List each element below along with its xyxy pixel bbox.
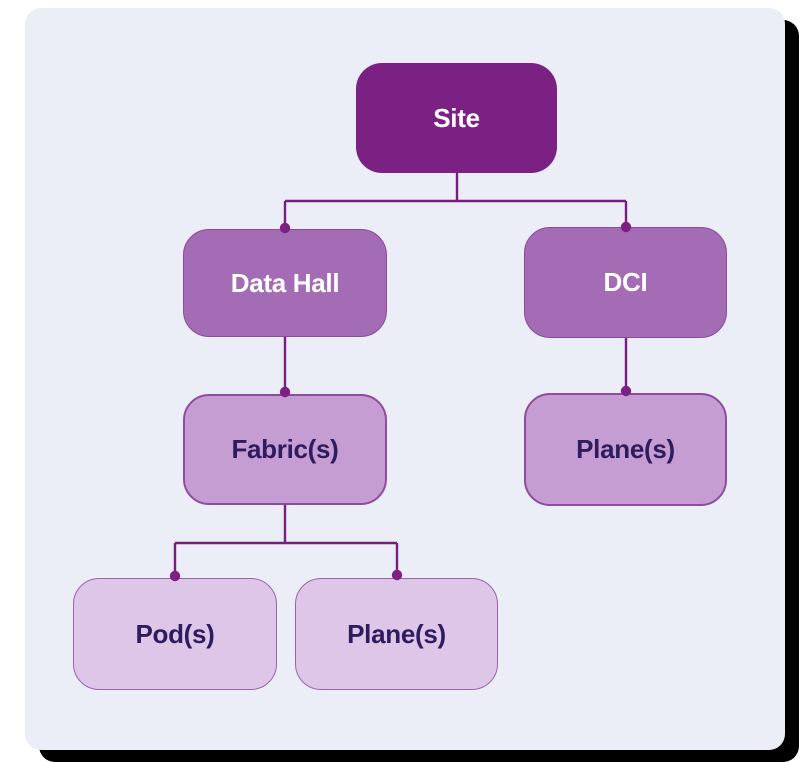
node-dci: DCI xyxy=(524,227,727,338)
node-dci-planes-label: Plane(s) xyxy=(576,434,675,464)
node-data-hall: Data Hall xyxy=(183,229,387,337)
node-fabrics: Fabric(s) xyxy=(183,394,387,505)
node-site-label: Site xyxy=(433,102,480,133)
node-fabric-planes: Plane(s) xyxy=(295,578,498,690)
node-data-hall-label: Data Hall xyxy=(230,267,340,298)
node-dci-label: DCI xyxy=(603,267,648,297)
node-pods: Pod(s) xyxy=(73,578,277,690)
node-fabrics-label: Fabric(s) xyxy=(231,434,339,464)
node-pods-label: Pod(s) xyxy=(135,618,215,649)
node-fabric-planes-label: Plane(s) xyxy=(347,618,446,649)
node-site: Site xyxy=(356,63,557,173)
node-dci-planes: Plane(s) xyxy=(524,393,727,506)
